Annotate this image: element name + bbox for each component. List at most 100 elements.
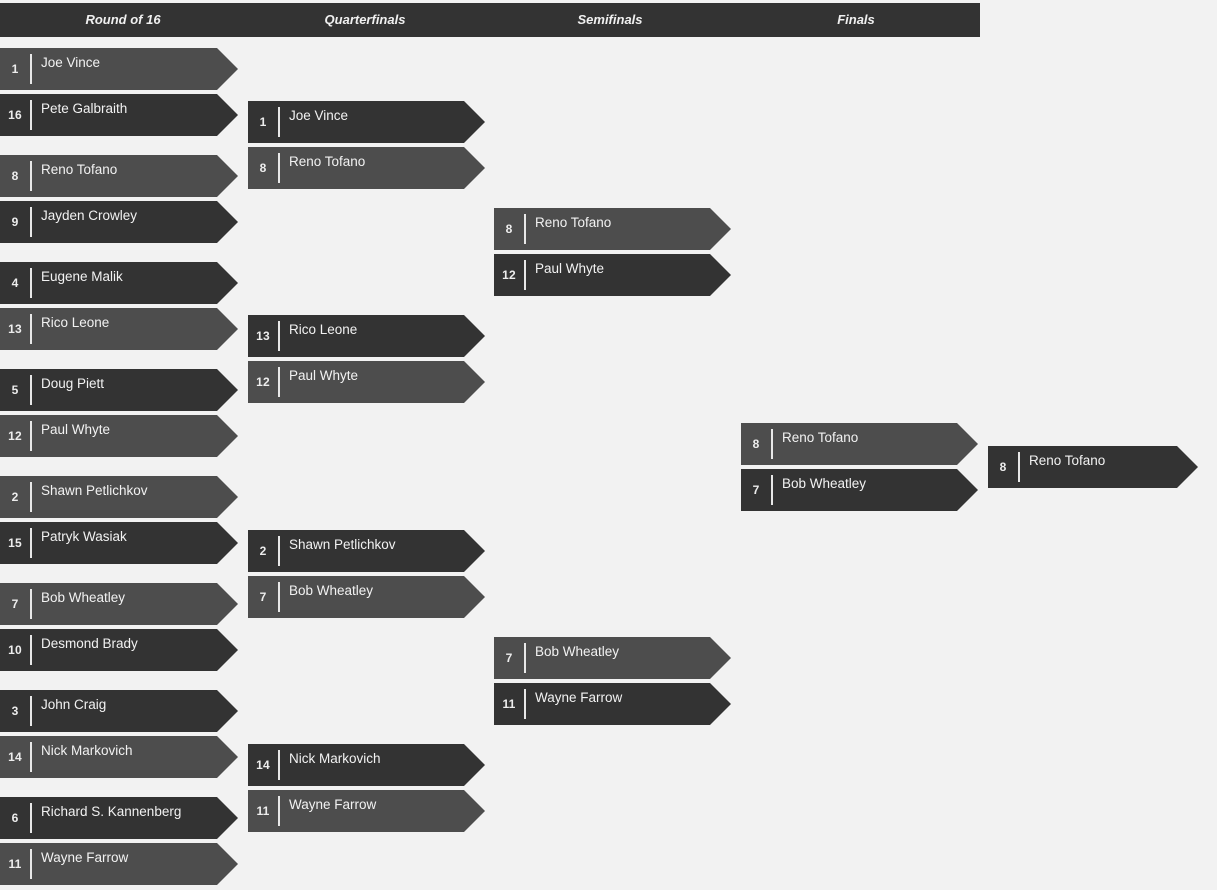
- slot-seed: 11: [8, 857, 22, 871]
- bracket-slot[interactable]: 10 Desmond Brady: [0, 629, 238, 671]
- slot-seed: 15: [8, 536, 22, 550]
- slot-player-name: Wayne Farrow: [535, 690, 623, 705]
- slot-player-name: Bob Wheatley: [782, 476, 867, 491]
- slot-player-name: Shawn Petlichkov: [41, 483, 148, 498]
- slot-player-name: Reno Tofano: [41, 162, 118, 177]
- slot-divider: [278, 153, 280, 183]
- slot-player-name: Paul Whyte: [41, 422, 111, 437]
- slot-player-name: Bob Wheatley: [41, 590, 126, 605]
- slot-player-name: John Craig: [41, 697, 107, 712]
- slot-divider: [30, 268, 32, 298]
- slot-divider: [30, 161, 32, 191]
- slot-divider: [30, 375, 32, 405]
- slot-seed: 16: [8, 108, 22, 122]
- slot-seed: 7: [505, 651, 513, 665]
- slot-seed: 1: [11, 62, 19, 76]
- slot-seed: 14: [8, 750, 22, 764]
- bracket-slot[interactable]: 6 Richard S. Kannenberg: [0, 797, 238, 839]
- slot-player-name: Patryk Wasiak: [41, 529, 127, 544]
- slot-divider: [30, 314, 32, 344]
- slot-divider: [524, 214, 526, 244]
- bracket-slot[interactable]: 7 Bob Wheatley: [0, 583, 238, 625]
- slot-player-name: Desmond Brady: [41, 636, 138, 651]
- slot-divider: [30, 207, 32, 237]
- round-header-semifinals: Semifinals: [577, 12, 643, 27]
- slot-seed: 8: [11, 169, 19, 183]
- slot-player-name: Richard S. Kannenberg: [41, 804, 182, 819]
- slot-seed: 7: [752, 483, 760, 497]
- slot-divider: [278, 750, 280, 780]
- slot-divider: [278, 367, 280, 397]
- slot-divider: [524, 260, 526, 290]
- bracket-slot[interactable]: 1 Joe Vince: [248, 101, 485, 143]
- bracket-slot[interactable]: 8 Reno Tofano: [248, 147, 485, 189]
- slot-seed: 12: [8, 429, 22, 443]
- slot-seed: 11: [256, 804, 270, 818]
- slot-player-name: Shawn Petlichkov: [289, 537, 396, 552]
- bracket-slot[interactable]: 3 John Craig: [0, 690, 238, 732]
- round-header-finals: Finals: [837, 12, 875, 27]
- slot-player-name: Rico Leone: [41, 315, 110, 330]
- slot-player-name: Reno Tofano: [782, 430, 859, 445]
- slot-seed: 10: [8, 643, 22, 657]
- bracket-slot[interactable]: 12 Paul Whyte: [0, 415, 238, 457]
- slot-seed: 3: [11, 704, 19, 718]
- slot-divider: [278, 536, 280, 566]
- bracket-slot[interactable]: 8 Reno Tofano: [741, 423, 978, 465]
- bracket-slot[interactable]: 2 Shawn Petlichkov: [248, 530, 485, 572]
- slot-divider: [524, 643, 526, 673]
- slot-seed: 1: [259, 115, 267, 129]
- bracket-slot[interactable]: 15 Patryk Wasiak: [0, 522, 238, 564]
- slot-seed: 8: [999, 460, 1007, 474]
- slot-divider: [1018, 452, 1020, 482]
- bracket-slot[interactable]: 14 Nick Markovich: [0, 736, 238, 778]
- bracket-slot[interactable]: 8 Reno Tofano: [0, 155, 238, 197]
- bracket-slot[interactable]: 7 Bob Wheatley: [741, 469, 978, 511]
- slot-divider: [30, 100, 32, 130]
- slot-seed: 8: [259, 161, 267, 175]
- slot-player-name: Nick Markovich: [41, 743, 133, 758]
- slot-divider: [524, 689, 526, 719]
- slot-player-name: Reno Tofano: [289, 154, 366, 169]
- slot-divider: [30, 589, 32, 619]
- slot-divider: [30, 54, 32, 84]
- slot-player-name: Joe Vince: [289, 108, 349, 123]
- slot-player-name: Eugene Malik: [41, 269, 123, 284]
- slot-seed: 7: [11, 597, 19, 611]
- slot-seed: 8: [505, 222, 513, 236]
- slot-player-name: Pete Galbraith: [41, 101, 128, 116]
- slot-seed: 2: [259, 544, 267, 558]
- bracket-slot[interactable]: 8 Reno Tofano: [494, 208, 731, 250]
- slot-divider: [30, 421, 32, 451]
- round-header-bar: [0, 3, 980, 37]
- slot-divider: [278, 321, 280, 351]
- slot-player-name: Paul Whyte: [289, 368, 359, 383]
- slot-divider: [278, 796, 280, 826]
- slot-seed: 6: [11, 811, 19, 825]
- slot-player-name: Jayden Crowley: [41, 208, 138, 223]
- slot-player-name: Bob Wheatley: [289, 583, 374, 598]
- slot-seed: 8: [752, 437, 760, 451]
- slot-divider: [278, 582, 280, 612]
- round-header-quarterfinals: Quarterfinals: [324, 12, 406, 27]
- bracket-slot[interactable]: 16 Pete Galbraith: [0, 94, 238, 136]
- slot-divider: [30, 803, 32, 833]
- slot-player-name: Reno Tofano: [535, 215, 612, 230]
- slot-seed: 14: [256, 758, 270, 772]
